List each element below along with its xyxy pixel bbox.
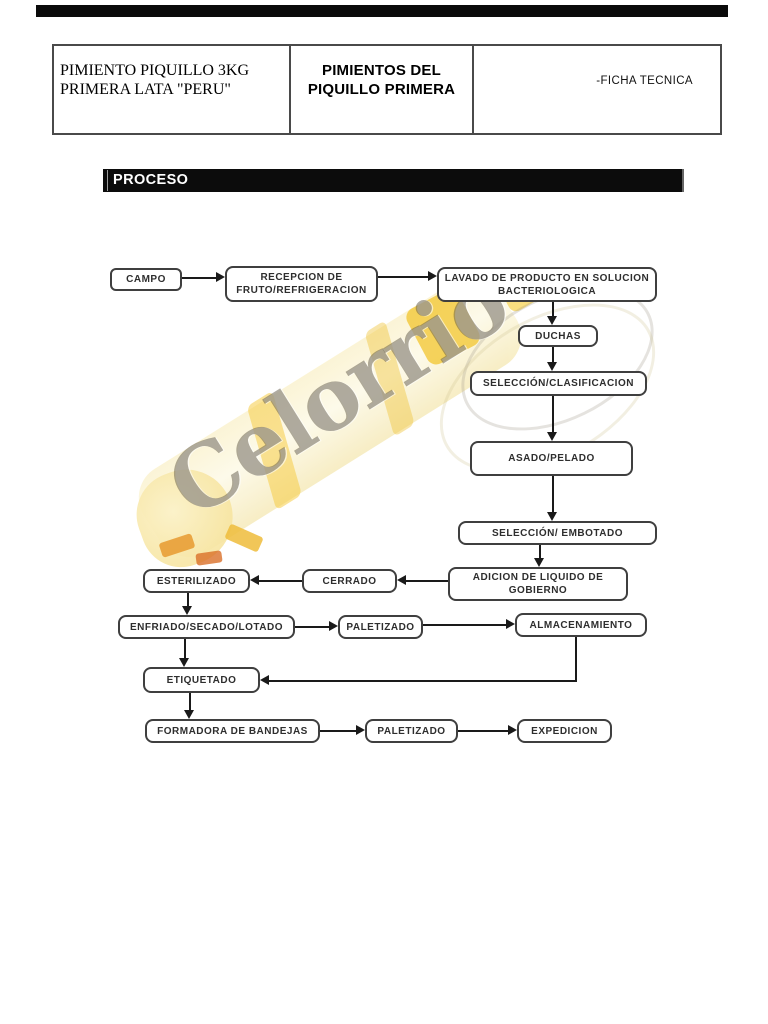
connector-almacenamiento-elbow-v (575, 637, 577, 682)
flow-node-formadora: FORMADORA DE BANDEJAS (145, 719, 320, 743)
section-title-bar: PROCESO (103, 169, 684, 192)
connector-embotado-adicion (539, 545, 541, 560)
arrowhead-down-icon (182, 606, 192, 615)
connector-cerrado-esterilizado (259, 580, 302, 582)
flow-node-campo: CAMPO (110, 268, 182, 291)
arrowhead-down-icon (184, 710, 194, 719)
scan-artifact-bar (36, 5, 728, 17)
connector-campo-recepcion (182, 277, 218, 279)
arrowhead-down-icon (547, 512, 557, 521)
connector-adicion-cerrado (406, 580, 448, 582)
connector-seleccion-asado (552, 396, 554, 434)
flow-node-cerrado: CERRADO (302, 569, 397, 593)
doc-type-cell: -FICHA TECNICA (596, 75, 693, 87)
arrowhead-right-icon (329, 621, 338, 631)
arrowhead-down-icon (547, 362, 557, 371)
flow-node-almacenamiento: ALMACENAMIENTO (515, 613, 647, 637)
arrowhead-right-icon (428, 271, 437, 281)
connector-esterilizado-enfriado (187, 593, 189, 608)
header-table: PIMIENTO PIQUILLO 3KG PRIMERA LATA "PERU… (52, 44, 722, 135)
arrowhead-right-icon (508, 725, 517, 735)
arrowhead-down-icon (547, 316, 557, 325)
connector-paletizado-expedicion (458, 730, 510, 732)
product-code-cell: PIMIENTO PIQUILLO 3KG PRIMERA LATA "PERU… (60, 62, 250, 98)
connector-asado-embotado (552, 476, 554, 514)
connector-lavado-duchas (552, 302, 554, 318)
connector-duchas-seleccion (552, 347, 554, 364)
flow-node-seleccion-embotado: SELECCIÓN/ EMBOTADO (458, 521, 657, 545)
connector-paletizado-almacenamiento (423, 624, 508, 626)
flow-node-duchas: DUCHAS (518, 325, 598, 347)
flow-node-paletizado-2: PALETIZADO (365, 719, 458, 743)
arrowhead-down-icon (179, 658, 189, 667)
flow-node-esterilizado: ESTERILIZADO (143, 569, 250, 593)
section-title: PROCESO (113, 172, 189, 188)
flow-node-lavado: LAVADO DE PRODUCTO EN SOLUCION BACTERIOL… (437, 267, 657, 302)
arrowhead-down-icon (534, 558, 544, 567)
flow-node-expedicion: EXPEDICION (517, 719, 612, 743)
flow-node-adicion-liquido: ADICION DE LIQUIDO DE GOBIERNO (448, 567, 628, 601)
arrowhead-left-icon (250, 575, 259, 585)
connector-almacenamiento-elbow-h (269, 680, 577, 682)
arrowhead-right-icon (356, 725, 365, 735)
connector-etiquetado-formadora (189, 693, 191, 712)
product-title-cell: PIMIENTOS DEL PIQUILLO PRIMERA (289, 46, 474, 133)
connector-enfriado-paletizado (295, 626, 331, 628)
arrowhead-left-icon (397, 575, 406, 585)
flow-node-paletizado-1: PALETIZADO (338, 615, 423, 639)
flow-node-enfriado: ENFRIADO/SECADO/LOTADO (118, 615, 295, 639)
arrowhead-down-icon (547, 432, 557, 441)
flow-node-recepcion: RECEPCION DE FRUTO/REFRIGERACION (225, 266, 378, 302)
arrowhead-left-icon (260, 675, 269, 685)
connector-recepcion-lavado (378, 276, 429, 278)
connector-formadora-paletizado (320, 730, 358, 732)
connector-enfriado-etiquetado (184, 639, 186, 660)
flow-node-etiquetado: ETIQUETADO (143, 667, 260, 693)
flow-node-asado-pelado: ASADO/PELADO (470, 441, 633, 476)
arrowhead-right-icon (216, 272, 225, 282)
arrowhead-right-icon (506, 619, 515, 629)
flow-node-seleccion-clasificacion: SELECCIÓN/CLASIFICACION (470, 371, 647, 396)
